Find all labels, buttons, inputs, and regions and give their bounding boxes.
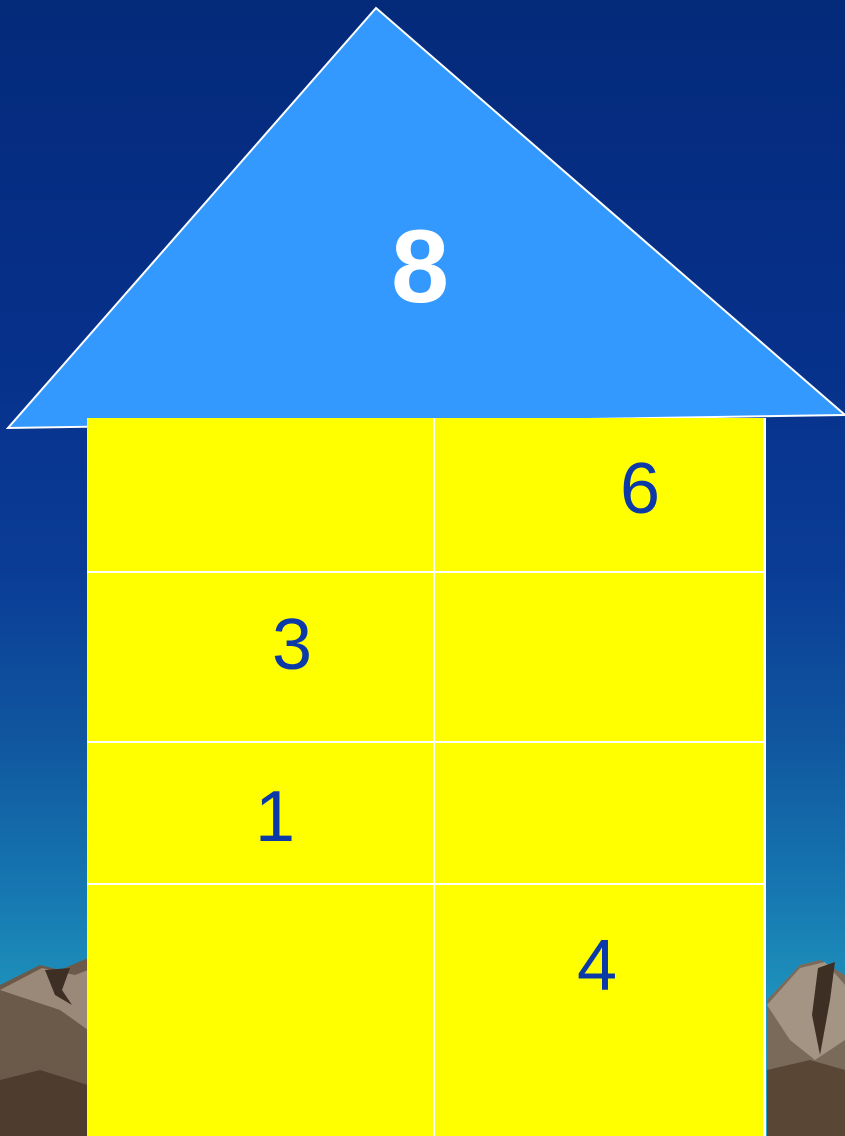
house-cell-row2-right[interactable]	[435, 573, 766, 743]
house-cell-value: 3	[272, 609, 312, 681]
house-cell-row3-right[interactable]	[435, 743, 766, 885]
house-cell-row4-left[interactable]	[87, 885, 435, 1136]
house-cell-row2-left[interactable]: 3	[87, 573, 435, 743]
house-cell-value: 1	[255, 781, 295, 853]
right-mountain	[767, 960, 845, 1136]
house-grid: 6 3 1 4	[87, 418, 766, 1136]
house-cell-row1-left[interactable]	[87, 418, 435, 573]
corner-mark: "	[769, 0, 807, 40]
house-cell-value: 4	[577, 930, 617, 1002]
house-cell-row3-left[interactable]: 1	[87, 743, 435, 885]
house-cell-value: 6	[620, 453, 660, 525]
roof-number: 8	[330, 215, 510, 319]
left-mountain	[0, 958, 88, 1136]
house-cell-row1-right[interactable]: 6	[435, 418, 766, 573]
house-cell-row4-right[interactable]: 4	[435, 885, 766, 1136]
